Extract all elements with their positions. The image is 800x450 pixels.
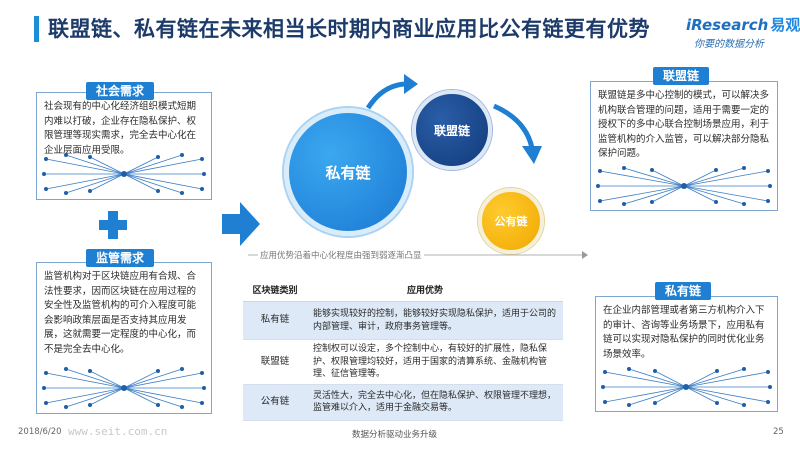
- row-type: 联盟链: [243, 339, 307, 385]
- consortium-tag: 联盟链: [653, 67, 710, 85]
- network-hub-icon: [42, 367, 206, 409]
- social-demand-panel: 社会现有的中心化经济组织模式短期内难以打破，企业存在隐私保护、权限管理等现实需求…: [36, 92, 212, 200]
- curved-arrow-icon: [365, 74, 542, 164]
- logo-slogan: 你要的数据分析: [694, 39, 764, 50]
- private-text: 在企业内部管理或者第三方机构介入下的审计、咨询等业务场景下，应用私有链可以实现对…: [603, 305, 765, 360]
- public-chain-circle: 公有链: [478, 188, 544, 254]
- column-header-type: 区块链类别: [243, 277, 307, 302]
- footer-date: 2018/6/20: [18, 427, 62, 437]
- consortium-chain-circle: 联盟链: [412, 90, 492, 170]
- row-type: 公有链: [243, 384, 307, 421]
- page-number: 25: [773, 427, 784, 437]
- table-row: 联盟链 控制权可以设定，多个控制中心，有较好的扩展性，隐私保护、权限管理均较好，…: [243, 339, 563, 385]
- footer-slogan: 数据分析驱动业务升级: [352, 430, 438, 440]
- private-tag: 私有链: [655, 282, 712, 300]
- url-watermark: www.seit.com.cn: [68, 425, 168, 438]
- social-demand-tag: 社会需求: [86, 82, 155, 100]
- regulatory-demand-text: 监管机构对于区块链应用有合规、合法性要求，因而区块链在应用过程的安全性及监管机构…: [44, 271, 197, 355]
- page-title: 联盟链、私有链在未来相当长时期内商业应用比公有链更有优势: [48, 17, 650, 41]
- network-hub-icon: [601, 367, 772, 407]
- title-accent-bar: [34, 16, 39, 42]
- arrow-right-icon: [222, 202, 260, 246]
- table-row: 私有链 能够实现较好的控制，能够较好实现隐私保护，适用于公司的内部管理、审计，政…: [243, 301, 563, 340]
- logo-cn: 易观: [770, 16, 800, 34]
- private-chain-circle: 私有链: [284, 108, 412, 236]
- private-panel: 在企业内部管理或者第三方机构介入下的审计、咨询等业务场景下，应用私有链可以实现对…: [595, 296, 778, 412]
- network-hub-icon: [42, 153, 206, 195]
- table-header-row: 区块链类别 应用优势: [243, 277, 563, 302]
- direction-caption: 应用优势沿着中心化程度由强到弱逐渐凸显: [258, 249, 424, 261]
- consortium-text: 联盟链是多中心控制的模式，可以解决多机构联合管理的问题，适用于需要一定的授权下的…: [598, 90, 770, 159]
- social-demand-text: 社会现有的中心化经济组织模式短期内难以打破，企业存在隐私保护、权限管理等现实需求…: [44, 101, 197, 156]
- table-row: 公有链 灵活性大，完全去中心化，但在隐私保护、权限管理不理想，监管难以介入，适用…: [243, 384, 563, 421]
- column-header-advantage: 应用优势: [307, 277, 563, 302]
- network-hub-icon: [596, 166, 772, 206]
- advantage-table: 区块链类别 应用优势 私有链 能够实现较好的控制，能够较好实现隐私保护，适用于公…: [243, 277, 563, 421]
- regulatory-demand-panel: 监管机构对于区块链应用有合规、合法性要求，因而区块链在应用过程的安全性及监管机构…: [36, 262, 212, 414]
- row-advantage: 灵活性大，完全去中心化，但在隐私保护、权限管理不理想，监管难以介入，适用于金融交…: [307, 384, 563, 421]
- plus-icon: [99, 211, 127, 239]
- consortium-panel: 联盟链是多中心控制的模式，可以解决多机构联合管理的问题，适用于需要一定的授权下的…: [590, 81, 778, 211]
- regulatory-demand-tag: 监管需求: [86, 249, 155, 267]
- row-type: 私有链: [243, 301, 307, 340]
- logo-en: iResearch: [686, 16, 769, 34]
- row-advantage: 能够实现较好的控制，能够较好实现隐私保护，适用于公司的内部管理、审计，政府事务管…: [307, 301, 563, 340]
- row-advantage: 控制权可以设定，多个控制中心，有较好的扩展性，隐私保护、权限管理均较好，适用于国…: [307, 339, 563, 385]
